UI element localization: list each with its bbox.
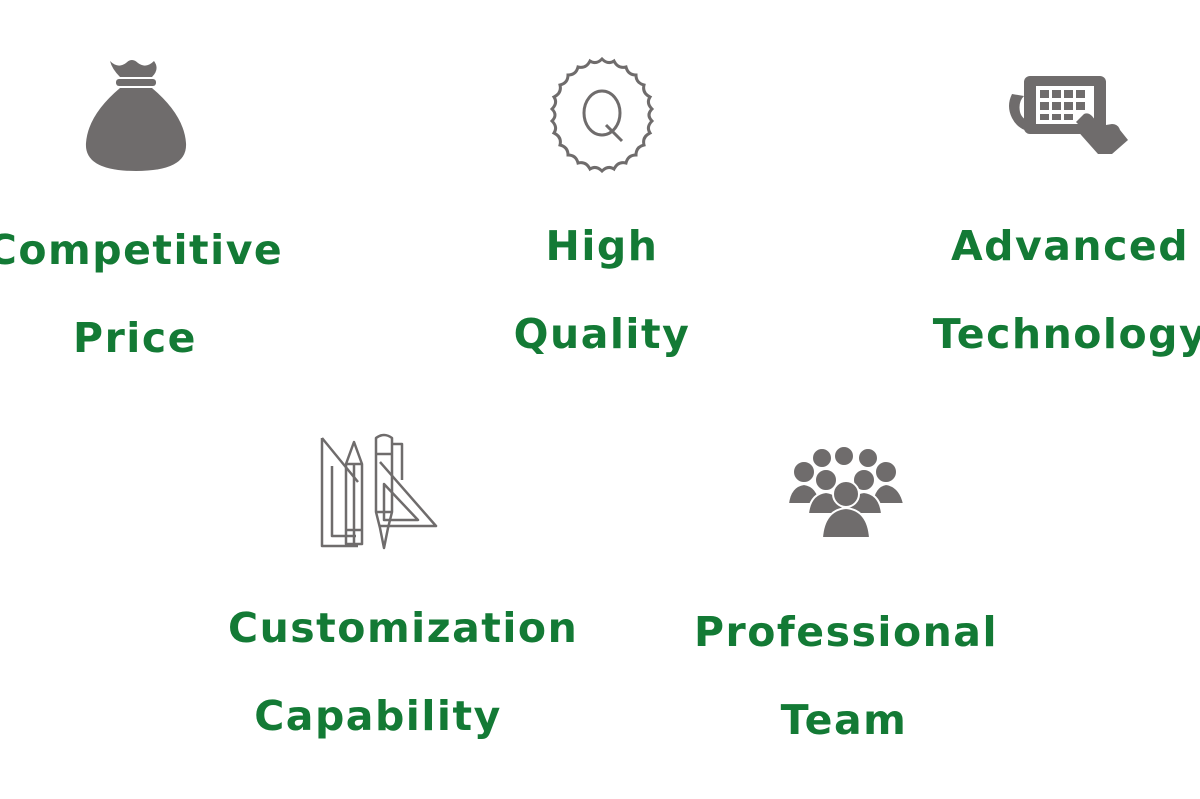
feature-label: Advanced Technology	[920, 226, 1200, 356]
drafting-tools-icon	[318, 432, 440, 552]
money-bag-icon	[80, 55, 192, 175]
feature-label-line1: High	[545, 222, 659, 270]
feature-label-line2: Quality	[513, 310, 691, 358]
feature-label-line1: Advanced	[950, 222, 1190, 270]
feature-label-line1: Professional	[694, 608, 999, 656]
feature-label-line1: Customization	[228, 604, 579, 652]
feature-label-line2: Price	[73, 314, 197, 362]
quality-badge-icon	[542, 55, 662, 175]
tablet-touch-icon	[1008, 74, 1130, 156]
feature-label-line2: Capability	[254, 692, 502, 740]
feature-label: Competitive Price	[0, 230, 285, 360]
feature-label-line1: Competitive	[0, 226, 284, 274]
feature-label-line2: Technology	[932, 310, 1200, 358]
feature-label-line2: Team	[780, 696, 908, 744]
feature-label: Professional Team	[694, 608, 999, 744]
feature-label: Customization Capability	[228, 604, 579, 740]
team-icon	[784, 444, 908, 540]
feature-label: High Quality	[452, 226, 752, 356]
